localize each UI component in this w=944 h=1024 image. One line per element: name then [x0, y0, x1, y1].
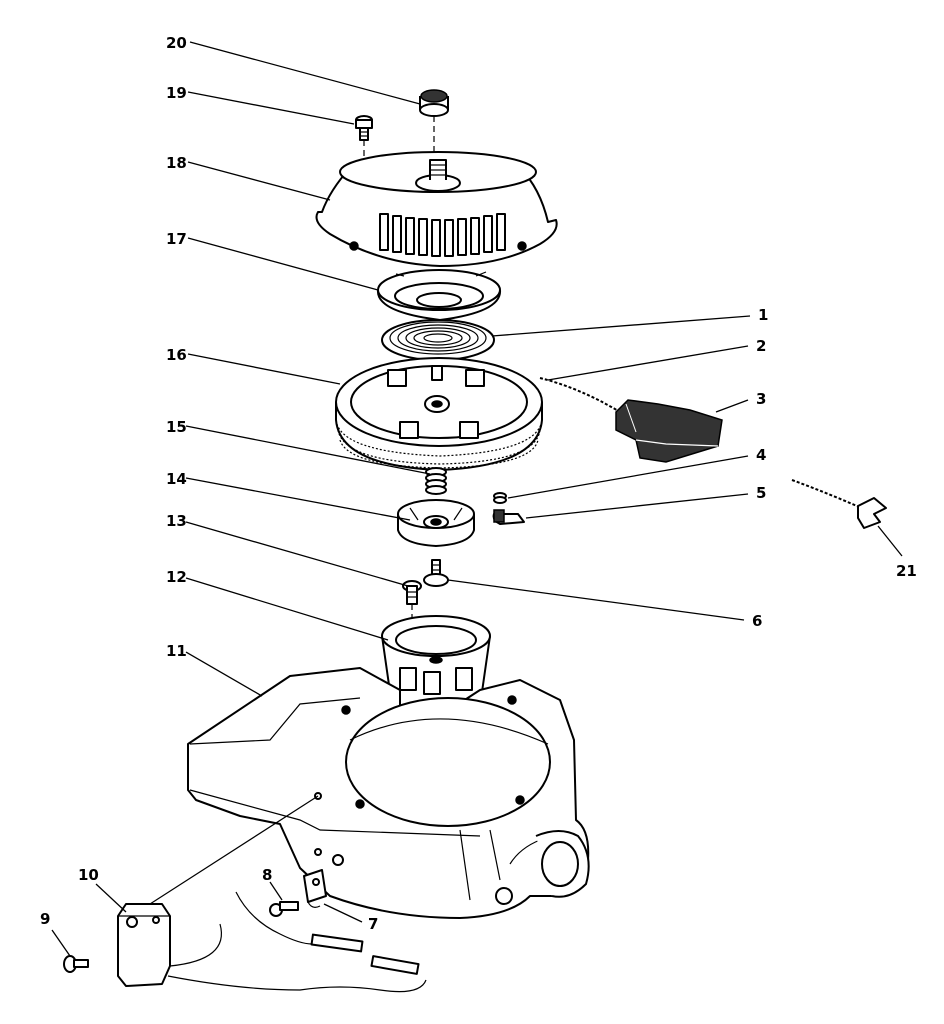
callout-8: 8: [262, 866, 283, 901]
part-19-screw: [355, 115, 373, 141]
callout-1: 1: [491, 306, 768, 337]
callout-11: 11: [166, 642, 263, 697]
callout-label-15: 15: [166, 418, 187, 436]
callout-5: 5: [525, 484, 766, 519]
callout-label-11: 11: [166, 642, 187, 660]
part-4-small-spring: [493, 492, 507, 504]
part-2-rope: [539, 377, 621, 413]
callout-2: 2: [547, 337, 766, 381]
callout-label-12: 12: [166, 568, 187, 586]
part-15-spring: [425, 467, 447, 495]
callout-label-4: 4: [756, 446, 766, 464]
callout-17: 17: [166, 230, 379, 291]
part-21-rope-clip: [791, 479, 887, 529]
part-17-spring-retainer: [376, 269, 502, 321]
callout-14: 14: [166, 470, 411, 521]
callout-label-3: 3: [756, 390, 766, 408]
part-6-screw-washer: [423, 559, 449, 587]
callout-label-19: 19: [166, 84, 187, 102]
part-11-blower-housing: [187, 667, 590, 919]
callout-label-7: 7: [368, 915, 378, 933]
callout-19: 19: [166, 84, 355, 125]
part-14-ratchet: [397, 499, 475, 547]
part-13-screw: [402, 580, 422, 605]
callout-15: 15: [166, 418, 431, 475]
callout-10: 10: [78, 866, 127, 913]
callout-label-8: 8: [262, 866, 272, 884]
callout-label-17: 17: [166, 230, 187, 248]
part-20-nut: [419, 89, 449, 117]
part-8-screw: [269, 901, 299, 917]
callout-label-20: 20: [166, 34, 187, 52]
callout-label-6: 6: [752, 612, 762, 630]
callout-3: 3: [715, 390, 766, 413]
part-16-pulley: [335, 357, 543, 471]
callout-9: 9: [40, 910, 71, 957]
part-1-recoil-spring: [381, 319, 495, 361]
cover-vent-slots: [379, 213, 506, 257]
callout-label-2: 2: [756, 337, 766, 355]
callout-18: 18: [166, 154, 331, 201]
callout-label-14: 14: [166, 470, 187, 488]
callout-13: 13: [166, 512, 409, 587]
callout-12: 12: [166, 568, 389, 641]
callout-label-10: 10: [78, 866, 99, 884]
part-9-screw: [63, 955, 89, 973]
callout-21: 21: [877, 525, 917, 580]
callout-16: 16: [166, 346, 341, 385]
callout-label-13: 13: [166, 512, 187, 530]
callout-label-21: 21: [896, 562, 917, 580]
callout-7: 7: [323, 903, 378, 933]
part-5-dog: [492, 509, 525, 525]
part-12-starter-cup: [381, 615, 491, 715]
wiring: [149, 795, 427, 993]
part-7-ground-clip: [303, 869, 327, 908]
part-3-handle: [615, 399, 723, 463]
part-10-switch-box: [117, 903, 171, 987]
callout-label-5: 5: [756, 484, 766, 502]
part-18-starter-cover: [315, 151, 558, 267]
callout-label-9: 9: [40, 910, 50, 928]
callout-4: 4: [507, 446, 766, 499]
callout-6: 6: [447, 579, 762, 630]
callout-label-1: 1: [758, 306, 768, 324]
callout-label-18: 18: [166, 154, 187, 172]
callout-label-16: 16: [166, 346, 187, 364]
callout-20: 20: [166, 34, 421, 105]
